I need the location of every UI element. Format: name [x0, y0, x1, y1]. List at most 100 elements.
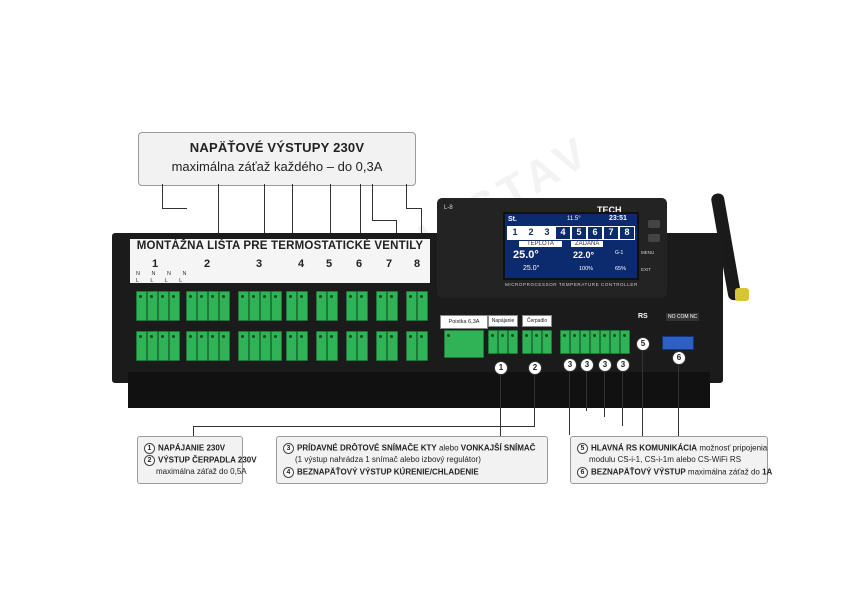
lcd-signal: 65% — [615, 266, 627, 272]
terminal — [297, 331, 308, 361]
terminal — [147, 331, 158, 361]
terminal — [169, 331, 180, 361]
lcd-temp-value: 25.0° — [513, 249, 539, 261]
device-caption: MICROPROCESSOR TEMPERATURE CONTROLLER — [505, 282, 638, 287]
lcd-floor-value: 25.0° — [523, 265, 540, 272]
relay-terminal — [662, 336, 694, 350]
exit-button[interactable]: EXIT — [641, 267, 652, 272]
marker-3c: 3 — [598, 358, 612, 372]
terminal — [249, 331, 260, 361]
lcd-group: G-1 — [615, 250, 624, 256]
terminal — [271, 291, 282, 321]
terminal — [208, 331, 219, 361]
model-label: L-8 — [444, 205, 453, 211]
strip-title: MONTÁŽNA LIŠTA PRE TERMOSTATICKÉ VENTILY — [136, 240, 424, 252]
up-button[interactable] — [648, 220, 660, 228]
terminal — [357, 331, 368, 361]
channel-1-label: 1 — [152, 258, 159, 270]
terminal — [147, 291, 158, 321]
terminal — [376, 291, 387, 321]
l-row: L L L L — [136, 278, 188, 284]
lcd-zone-4: 4 — [555, 226, 571, 240]
lcd-zone-3: 3 — [539, 226, 555, 240]
terminal — [316, 331, 327, 361]
terminal — [316, 291, 327, 321]
terminal — [186, 291, 197, 321]
terminal — [522, 330, 532, 354]
terminal — [286, 331, 297, 361]
device-base — [128, 372, 710, 408]
terminal — [260, 291, 271, 321]
terminal — [417, 331, 428, 361]
channel-5-label: 5 — [326, 258, 333, 270]
terminal — [158, 291, 169, 321]
lcd-day: St. — [508, 216, 517, 223]
n-row: N N N N — [136, 271, 192, 277]
terminal — [488, 330, 498, 354]
terminal — [219, 331, 230, 361]
menu-button[interactable]: MENU — [641, 250, 655, 255]
lcd-outside-temp: 11.5° — [567, 216, 581, 222]
terminal — [219, 291, 230, 321]
terminal — [590, 330, 600, 354]
lcd-temp-label: TEPLOTA — [519, 241, 562, 247]
terminal — [560, 330, 570, 354]
terminal — [238, 291, 249, 321]
terminal — [327, 331, 338, 361]
terminal — [136, 331, 147, 361]
terminal — [508, 330, 518, 354]
lcd-clock: 23:51 — [609, 215, 627, 222]
terminal — [406, 291, 417, 321]
fuse-label: Poistka 6,3A — [440, 315, 488, 329]
terminal — [532, 330, 542, 354]
terminal — [136, 291, 147, 321]
terminal — [600, 330, 610, 354]
terminal — [406, 331, 417, 361]
fuse-holder — [444, 330, 484, 358]
terminal — [197, 331, 208, 361]
terminal — [197, 291, 208, 321]
marker-2: 2 — [528, 361, 542, 375]
down-button[interactable] — [648, 234, 660, 242]
lcd-zone-8: 8 — [619, 226, 635, 240]
terminal — [387, 291, 398, 321]
channel-6-label: 6 — [356, 258, 363, 270]
terminal — [260, 331, 271, 361]
relay-label: NO COM NC — [666, 313, 700, 321]
terminal — [498, 330, 508, 354]
marker-3d: 3 — [616, 358, 630, 372]
callout-subtitle: maximálna záťaž každého – do 0,3A — [171, 159, 383, 174]
channel-8-label: 8 — [414, 258, 421, 270]
terminal — [346, 291, 357, 321]
terminal — [376, 331, 387, 361]
lcd-humidity: 100% — [579, 266, 594, 272]
power-label: Napájanie — [488, 315, 518, 327]
marker-3a: 3 — [563, 358, 577, 372]
marker-6: 6 — [672, 351, 686, 365]
terminal — [271, 331, 282, 361]
lcd-set-label: ZADANÁ — [571, 241, 604, 247]
terminal — [286, 291, 297, 321]
marker-5: 5 — [636, 337, 650, 351]
terminal — [158, 331, 169, 361]
marker-1: 1 — [494, 361, 508, 375]
terminal — [387, 331, 398, 361]
terminal — [542, 330, 552, 354]
terminal — [570, 330, 580, 354]
channel-2-label: 2 — [204, 258, 211, 270]
lcd-zone-5: 5 — [571, 226, 587, 240]
channel-7-label: 7 — [386, 258, 393, 270]
terminal — [238, 331, 249, 361]
channel-4-label: 4 — [298, 258, 305, 270]
lcd-zone-6: 6 — [587, 226, 603, 240]
antenna-connector — [735, 288, 749, 301]
lcd-set-value: 22.0° — [573, 250, 595, 260]
pump-label: Čerpadlo — [522, 315, 552, 327]
rs-label: RS — [638, 313, 648, 320]
terminal — [357, 291, 368, 321]
terminal — [620, 330, 630, 354]
terminal — [249, 291, 260, 321]
